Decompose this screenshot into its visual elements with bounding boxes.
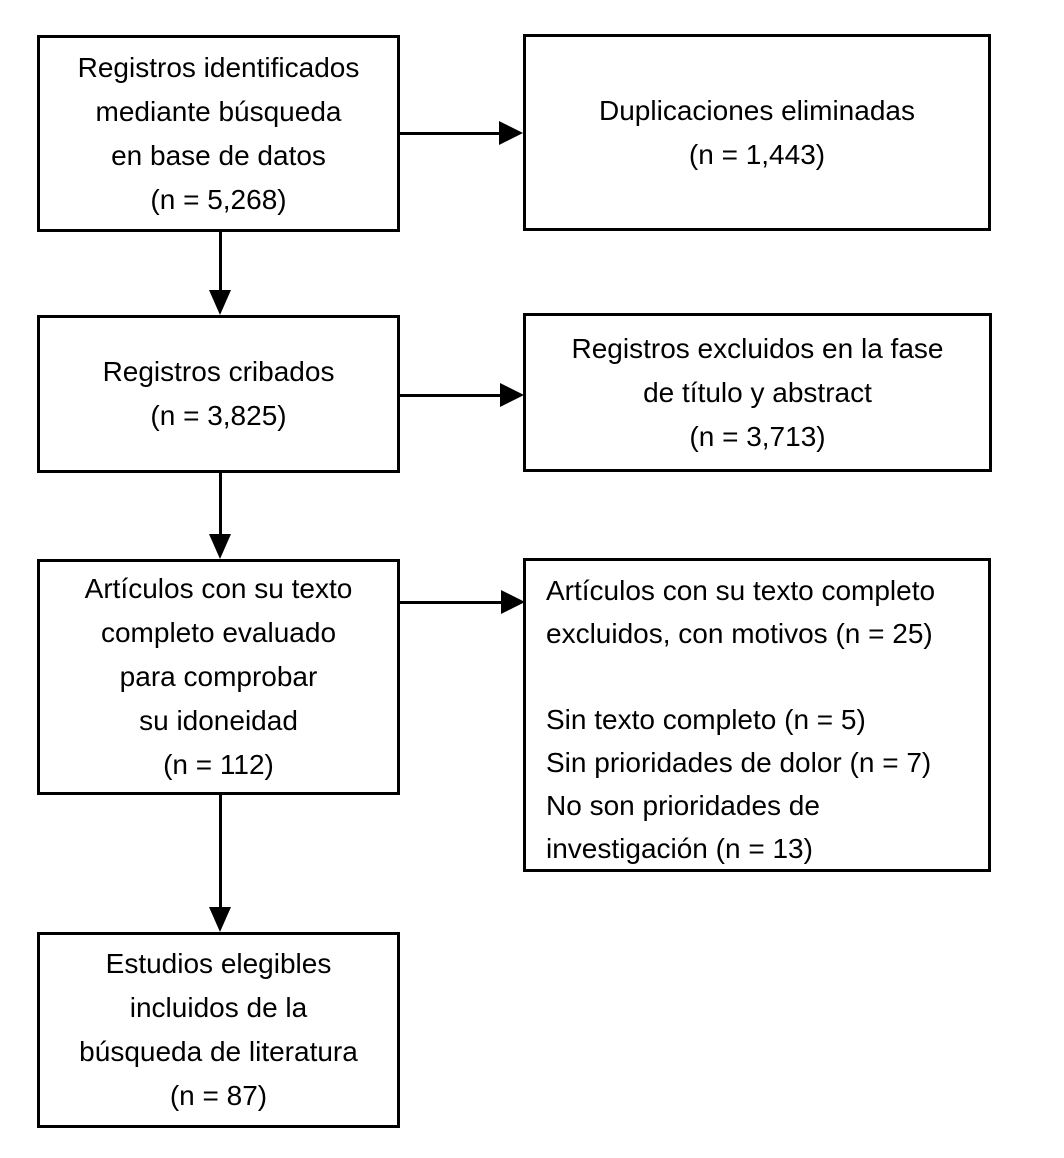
box-records-identified: Registros identificados mediante búsqued… xyxy=(37,35,400,232)
arrow-shaft xyxy=(218,232,222,291)
arrow-head-right-icon xyxy=(501,590,525,614)
box-duplicates-removed-text: Duplicaciones eliminadas (n = 1,443) xyxy=(599,94,915,170)
arrow-head-down-icon xyxy=(209,290,231,315)
arrow-head-down-icon xyxy=(209,907,231,932)
arrow-head-right-icon xyxy=(500,383,524,407)
box-records-excluded-text: Registros excluidos en la fase de título… xyxy=(571,332,944,452)
arrow-shaft xyxy=(218,473,222,535)
box-records-excluded: Registros excluidos en la fase de título… xyxy=(523,313,992,472)
box-records-identified-text: Registros identificados mediante búsqued… xyxy=(77,51,360,215)
arrow-shaft xyxy=(218,795,222,908)
box-records-screened: Registros cribados (n = 3,825) xyxy=(37,315,400,473)
arrow-shaft xyxy=(400,600,503,604)
box-studies-included: Estudios elegibles incluidos de la búsqu… xyxy=(37,932,400,1128)
arrow-head-right-icon xyxy=(499,121,523,145)
arrow-shaft xyxy=(400,131,501,135)
box-studies-included-text: Estudios elegibles incluidos de la búsqu… xyxy=(79,948,358,1111)
box-fulltext-assessed: Artículos con su texto completo evaluado… xyxy=(37,559,400,795)
box-records-screened-text: Registros cribados (n = 3,825) xyxy=(102,356,335,431)
box-fulltext-excluded-text: Artículos con su texto completo excluido… xyxy=(546,575,936,864)
arrow-head-down-icon xyxy=(209,534,231,559)
box-fulltext-excluded: Artículos con su texto completo excluido… xyxy=(523,558,991,872)
box-fulltext-assessed-text: Artículos con su texto completo evaluado… xyxy=(84,573,353,780)
box-duplicates-removed: Duplicaciones eliminadas (n = 1,443) xyxy=(523,34,991,231)
arrow-shaft xyxy=(400,393,502,397)
